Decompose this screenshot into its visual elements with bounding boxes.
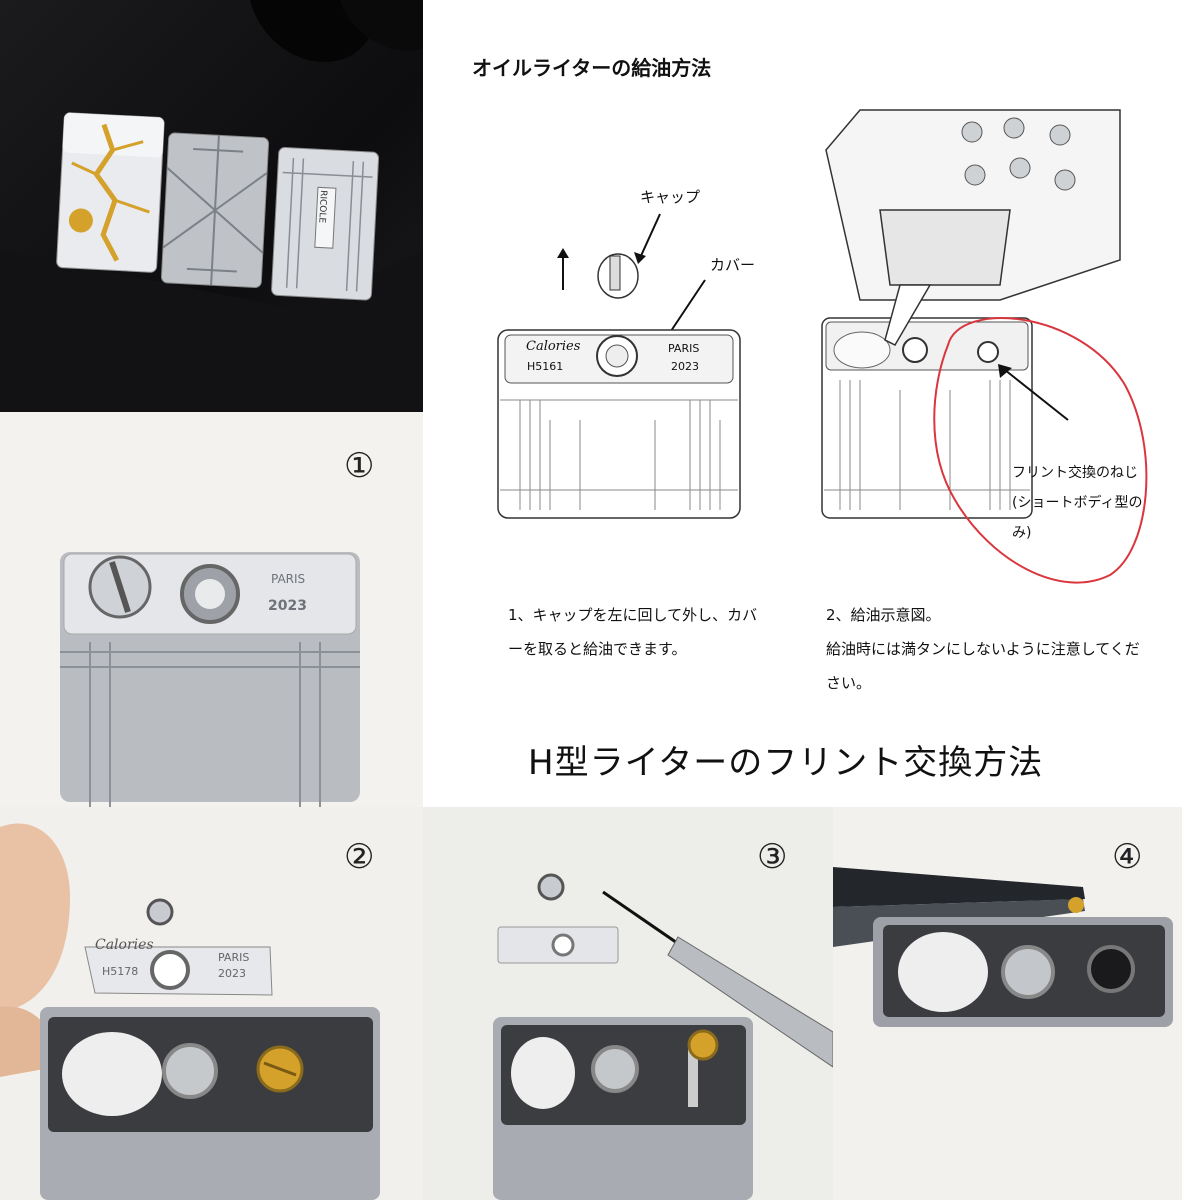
step2-caption-line2: 給油時には満タンにしないように注意してください。 (826, 640, 1140, 692)
cap-label: キャップ (640, 188, 701, 206)
lighter-diamond (160, 132, 270, 288)
step-1-photo: PARIS 2023 ① (0, 412, 423, 807)
engraving-brand: Calories (526, 339, 581, 354)
step-number-4: ④ (1112, 837, 1143, 877)
step-4-photo: ④ (833, 807, 1182, 1200)
step-3-photo: ③ (423, 807, 833, 1200)
step-3-photo-art (493, 873, 833, 1200)
lighter-body-drawing (497, 329, 741, 519)
photo2-model: H5178 (102, 965, 139, 978)
cap-drawing (597, 253, 639, 299)
engraving-city: PARIS (668, 342, 700, 355)
step2-caption: 2、給油示意図。 給油時には満タンにしないように注意してください。 (826, 598, 1146, 700)
photo1-year: 2023 (268, 598, 307, 614)
step1-caption: 1、キャップを左に回して外し、カバーを取ると給油できます。 (508, 606, 758, 658)
engraving-model: H5161 (527, 360, 564, 373)
oil-refill-title: オイルライターの給油方法 (472, 56, 712, 80)
lighter-ricole (271, 147, 380, 301)
flint-replace-title: H型ライターのフリント交換方法 (528, 743, 1044, 783)
flint-screw-note: フリント交換のねじ(ショートボディ型のみ) (1012, 465, 1143, 541)
step-number-1: ① (344, 446, 375, 486)
refill-drawing (821, 109, 1121, 519)
flint-screw-highlight (933, 317, 1148, 584)
step-number-2: ② (344, 837, 375, 877)
product-photo-art: RICOLE (0, 0, 423, 412)
photo2-brand: Calories (95, 937, 154, 953)
product-photo: RICOLE (0, 0, 423, 412)
step-4-photo-art (833, 867, 1173, 1027)
step-2-photo: Calories H5178 PARIS 2023 ② (0, 807, 423, 1200)
lighter-gold-crack (56, 112, 165, 273)
step2-caption-line1: 2、給油示意図。 (826, 606, 941, 624)
step-2-photo-art (0, 823, 380, 1200)
ricole-text: RICOLE (316, 190, 328, 224)
step-1-photo-art (60, 552, 360, 807)
step-number-3: ③ (757, 837, 788, 877)
engraving-year: 2023 (671, 360, 699, 373)
photo2-city: PARIS (218, 951, 250, 964)
arrow-up-icon (557, 248, 569, 290)
cover-label: カバー (710, 256, 756, 274)
photo2-year: 2023 (218, 967, 246, 980)
photo1-city: PARIS (271, 572, 306, 586)
